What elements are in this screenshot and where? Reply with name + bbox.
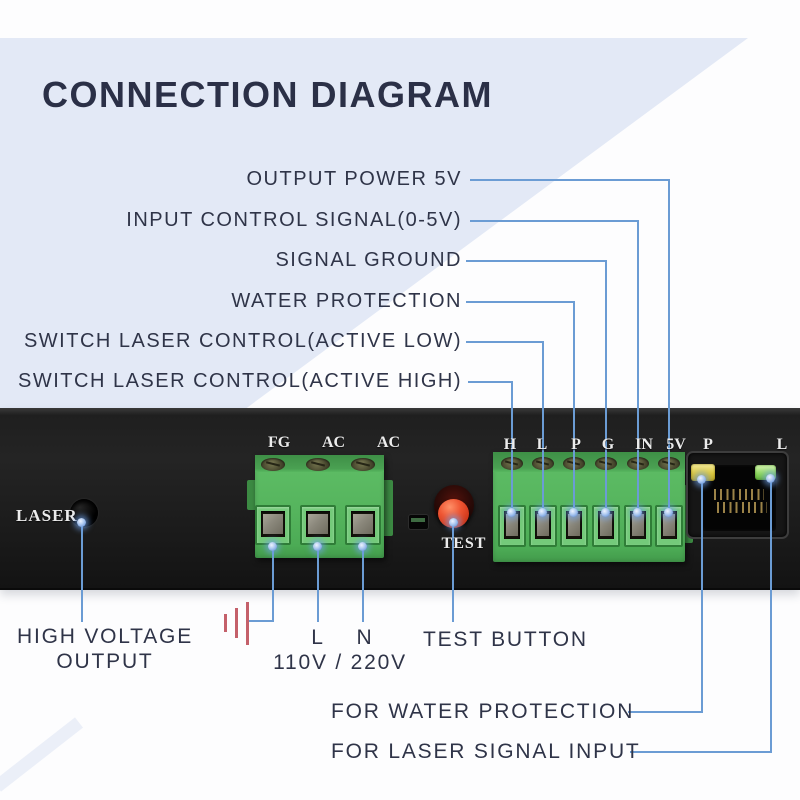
wire-socket-in	[624, 505, 652, 547]
pin-label-rj45-p: P	[703, 436, 713, 453]
terminal-dot-5v	[664, 508, 673, 517]
label-line-l: L	[311, 626, 325, 649]
terminal-block-3pin-tab-right	[382, 480, 393, 536]
connector-line-p-h	[466, 301, 575, 303]
label-high-voltage-line1: HIGH VOLTAGE	[16, 625, 193, 648]
vent-slot	[408, 514, 429, 530]
label-for-laser-signal-input: FOR LASER SIGNAL INPUT	[331, 740, 641, 763]
connector-line-l-h	[466, 341, 544, 343]
page-title: CONNECTION DIAGRAM	[42, 74, 493, 115]
connector-line-g-v	[605, 260, 607, 512]
pin-label-fg: FG	[268, 434, 291, 451]
connector-line-in-h	[470, 220, 639, 222]
laser-marking: LASER	[16, 506, 78, 525]
terminal-dot-ac2	[358, 542, 367, 551]
pin-label-h: H	[503, 436, 517, 453]
connector-line-l-v	[542, 341, 544, 512]
label-signal-ground: SIGNAL GROUND	[275, 249, 462, 271]
terminal-dot-l	[538, 508, 547, 517]
wire-socket-g	[592, 505, 620, 547]
background-streak	[0, 717, 83, 792]
ground-symbol-bar-1	[246, 602, 249, 645]
terminal-screw	[351, 458, 375, 471]
ground-symbol-bar-3	[224, 614, 227, 632]
connector-line-5v-h	[470, 179, 670, 181]
label-water-protection: WATER PROTECTION	[231, 290, 462, 312]
label-line-n: N	[356, 626, 374, 649]
connector-line-led-p-v	[701, 480, 703, 712]
pin-label-ac2: AC	[377, 434, 401, 451]
terminal-dot-g	[601, 508, 610, 517]
pin-label-g: G	[601, 436, 615, 453]
terminal-dot-test	[449, 518, 458, 527]
connector-line-water-h	[628, 711, 703, 713]
terminal-block-3pin	[255, 455, 384, 558]
label-switch-active-low: SWITCH LASER CONTROL(ACTIVE LOW)	[23, 330, 462, 352]
terminal-dot-h	[507, 508, 516, 517]
label-switch-active-high: SWITCH LASER CONTROL(ACTIVE HIGH)	[18, 370, 462, 392]
pin-label-rj45-l: L	[776, 436, 788, 453]
connector-line-fg-h	[248, 620, 274, 622]
connector-line-5v-v	[668, 179, 670, 512]
connector-line-ac2	[362, 547, 364, 622]
wire-socket-fg	[255, 505, 291, 545]
terminal-screw	[306, 458, 330, 471]
connector-line-test	[452, 523, 454, 622]
terminal-dot-p	[569, 508, 578, 517]
connector-line-fg-v	[272, 547, 274, 621]
pin-label-5v: 5V	[666, 436, 686, 453]
pin-label-ac1: AC	[322, 434, 346, 451]
terminal-screw	[261, 458, 285, 471]
terminal-dot-laser	[77, 518, 86, 527]
connector-line-ac1	[317, 547, 319, 622]
test-marking: TEST	[441, 535, 487, 552]
connector-line-led-l-v	[770, 479, 772, 753]
connector-line-h-h	[468, 381, 513, 383]
terminal-dot-led-l	[766, 474, 775, 483]
connector-line-h-v	[511, 381, 513, 512]
terminal-dot-in	[633, 508, 642, 517]
ground-symbol-bar-2	[235, 608, 238, 638]
label-output-power-5v: OUTPUT POWER 5V	[246, 168, 462, 190]
terminal-dot-led-p	[697, 475, 706, 484]
connector-line-in-v	[637, 220, 639, 512]
rj45-pins-row2	[717, 502, 767, 513]
connector-line-laser	[81, 523, 83, 622]
connector-line-p-v	[573, 301, 575, 512]
pin-label-p: P	[571, 436, 581, 453]
rj45-pins-row1	[714, 489, 764, 500]
pin-label-in: IN	[635, 436, 653, 453]
terminal-block-6pin	[493, 452, 685, 562]
wire-socket-ac2	[345, 505, 381, 545]
terminal-dot-fg	[268, 542, 277, 551]
label-for-water-protection: FOR WATER PROTECTION	[331, 700, 635, 723]
connector-line-laser-signal-h	[630, 751, 772, 753]
pin-label-l: L	[536, 436, 548, 453]
label-input-control-signal: INPUT CONTROL SIGNAL(0-5V)	[126, 209, 462, 231]
wire-socket-ac1	[300, 505, 336, 545]
label-voltage: 110V / 220V	[273, 651, 407, 674]
terminal-block-3pin-tab-left	[247, 480, 257, 510]
connector-line-g-h	[466, 260, 607, 262]
label-high-voltage-line2: OUTPUT	[56, 650, 154, 673]
terminal-dot-ac1	[313, 542, 322, 551]
label-test-button: TEST BUTTON	[423, 628, 588, 651]
label-high-voltage-output: HIGH VOLTAGE OUTPUT	[5, 624, 205, 674]
